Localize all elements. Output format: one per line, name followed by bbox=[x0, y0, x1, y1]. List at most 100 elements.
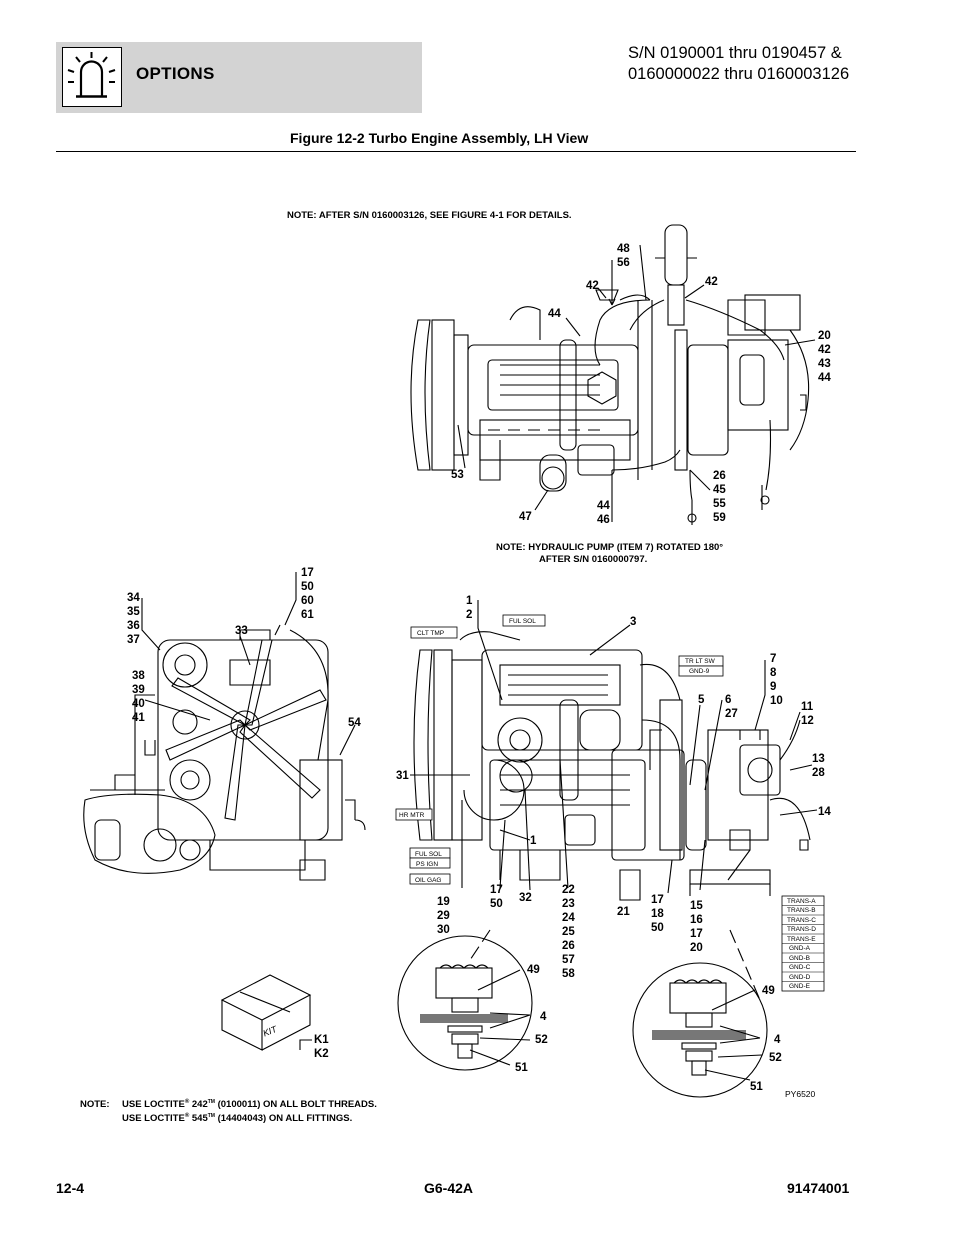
callout: 8 bbox=[770, 667, 777, 679]
wire-tag: CLT TMP bbox=[417, 630, 444, 637]
callout: 24 bbox=[562, 912, 575, 924]
callout: 19 bbox=[437, 896, 450, 908]
callout: 16 bbox=[690, 914, 703, 926]
wire-tag: FUL SOL bbox=[509, 618, 536, 625]
detail-view-left bbox=[397, 935, 533, 1071]
trans-tags: TRANS-A TRANS-B TRANS-C TRANS-D TRANS-E … bbox=[781, 895, 825, 992]
callout: 60 bbox=[301, 595, 314, 607]
callout: 15 bbox=[690, 900, 703, 912]
callout: 50 bbox=[301, 581, 314, 593]
loctite-note-prefix: NOTE: bbox=[80, 1099, 110, 1110]
callout: 47 bbox=[519, 511, 532, 523]
wire-tag: GND-A bbox=[789, 945, 811, 952]
callout: 42 bbox=[818, 344, 831, 356]
callout: 42 bbox=[705, 276, 718, 288]
callout: 57 bbox=[562, 954, 575, 966]
callout: 36 bbox=[127, 620, 140, 632]
figure-title: Figure 12-2 Turbo Engine Assembly, LH Vi… bbox=[290, 130, 589, 146]
callout: 5 bbox=[698, 694, 705, 706]
callout: 28 bbox=[812, 767, 825, 779]
section-title: OPTIONS bbox=[136, 64, 215, 83]
callout: 50 bbox=[651, 922, 664, 934]
callout: 41 bbox=[132, 712, 145, 724]
callout: 59 bbox=[713, 512, 726, 524]
callout: 6 bbox=[725, 694, 731, 706]
callout: 30 bbox=[437, 924, 450, 936]
callout: 48 bbox=[617, 243, 630, 255]
callout: 39 bbox=[132, 684, 145, 696]
note-text: USE LOCTITE bbox=[122, 1113, 185, 1125]
callout: 52 bbox=[535, 1034, 548, 1046]
callout: 42 bbox=[586, 280, 599, 292]
loctite-note-line-1: USE LOCTITE® 242TM (0100011) ON ALL BOLT… bbox=[122, 1099, 377, 1110]
top-callouts: 48 56 42 42 44 20 42 43 44 53 47 44 46 2… bbox=[451, 243, 831, 526]
callout: 17 bbox=[690, 928, 703, 940]
top-view-engine bbox=[410, 224, 810, 525]
wire-tag: TRANS-E bbox=[787, 936, 816, 943]
callout: 50 bbox=[490, 898, 503, 910]
wire-tag: TRANS-D bbox=[787, 926, 816, 933]
wire-tag: TRANS-C bbox=[787, 917, 816, 924]
callout: 1 bbox=[466, 595, 473, 607]
callout: 21 bbox=[617, 906, 630, 918]
figure-ref-code: PY6520 bbox=[785, 1089, 816, 1099]
callout: 4 bbox=[774, 1034, 781, 1046]
wire-tag: GND-D bbox=[789, 974, 811, 981]
callout: 31 bbox=[396, 770, 409, 782]
serial-line-1: S/N 0190001 thru 0190457 & bbox=[628, 44, 842, 62]
detail-view-right bbox=[632, 962, 768, 1098]
wire-tag: TRANS-B bbox=[787, 907, 816, 914]
registered-mark: ® bbox=[184, 1099, 190, 1105]
callout: 49 bbox=[527, 964, 540, 976]
callout: 17 bbox=[651, 894, 664, 906]
callout: 54 bbox=[348, 717, 361, 729]
callout: 18 bbox=[651, 908, 664, 920]
callout: 37 bbox=[127, 634, 140, 646]
main-view-engine bbox=[413, 631, 811, 901]
callout: 12 bbox=[801, 715, 814, 727]
front-view-engine bbox=[83, 624, 366, 881]
wire-tag: HR MTR bbox=[399, 812, 425, 819]
callout: 44 bbox=[548, 308, 561, 320]
callout: 40 bbox=[132, 698, 145, 710]
callout: K2 bbox=[314, 1048, 329, 1060]
note-pump-line-1: NOTE: HYDRAULIC PUMP (ITEM 7) ROTATED 18… bbox=[496, 542, 724, 553]
kit-box-icon bbox=[220, 974, 312, 1051]
left-callouts: 34 35 36 37 17 50 60 61 33 38 39 40 41 5… bbox=[127, 567, 361, 729]
callout: 45 bbox=[713, 484, 726, 496]
wire-tag: GND-9 bbox=[689, 668, 710, 675]
callout: 58 bbox=[562, 968, 575, 980]
header-rule bbox=[56, 151, 856, 152]
callout: 52 bbox=[769, 1052, 782, 1064]
wire-tag: GND-E bbox=[789, 983, 811, 990]
callout: 27 bbox=[725, 708, 738, 720]
leader-lines bbox=[141, 260, 818, 1081]
loctite-note-line-2: USE LOCTITE® 545TM (14404043) ON ALL FIT… bbox=[122, 1113, 352, 1124]
trademark-mark: TM bbox=[207, 1113, 215, 1119]
callout: 34 bbox=[127, 592, 140, 604]
wire-tag: FUL SOL bbox=[415, 851, 442, 858]
callout: 4 bbox=[540, 1011, 547, 1023]
model-number: G6-42A bbox=[424, 1180, 474, 1196]
callout: 35 bbox=[127, 606, 140, 618]
callout: 11 bbox=[801, 701, 814, 713]
callout: 20 bbox=[690, 942, 703, 954]
wire-tag: OIL GAG bbox=[415, 877, 442, 884]
callout: 43 bbox=[818, 358, 831, 370]
document-number: 91474001 bbox=[787, 1180, 850, 1196]
callout: 56 bbox=[617, 257, 630, 269]
callout: 49 bbox=[762, 985, 775, 997]
serial-range: S/N 0190001 thru 0190457 & 0160000022 th… bbox=[628, 43, 849, 85]
note-text: USE LOCTITE bbox=[122, 1099, 185, 1111]
main-callouts: 1 2 3 7 8 9 10 6 27 5 11 12 13 28 14 31 … bbox=[396, 595, 831, 980]
callout: 17 bbox=[490, 884, 503, 896]
callout: 25 bbox=[562, 926, 575, 938]
wire-tags: CLT TMP FUL SOL TR LT SW GND-9 HR MTR FU… bbox=[395, 614, 724, 885]
warning-light-icon bbox=[62, 47, 122, 107]
callout: 53 bbox=[451, 469, 464, 481]
callout: 26 bbox=[713, 470, 726, 482]
callout: 51 bbox=[515, 1062, 528, 1074]
callout: 46 bbox=[597, 514, 610, 526]
kit-label: KIT bbox=[261, 1023, 279, 1038]
callout: 2 bbox=[466, 609, 472, 621]
